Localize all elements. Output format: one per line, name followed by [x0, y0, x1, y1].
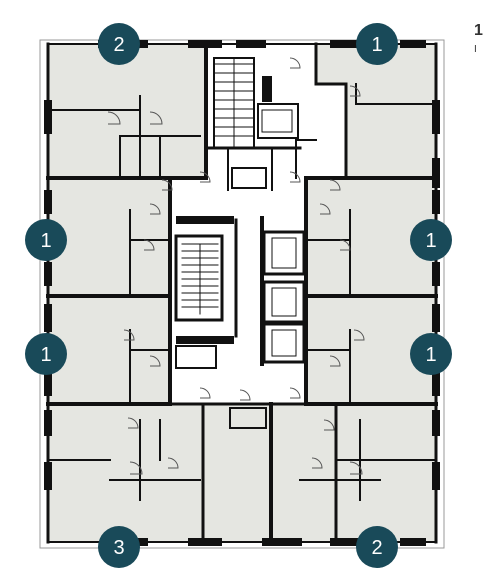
door-swing [329, 179, 341, 191]
door-swing [129, 461, 143, 475]
door-swing [199, 171, 211, 183]
building-core [174, 57, 317, 429]
room-area [48, 404, 203, 542]
unit-marker-label: 2 [113, 34, 124, 56]
unit-marker-top-left[interactable]: 2 [98, 23, 140, 65]
window [330, 40, 370, 48]
window [400, 40, 426, 48]
unit-marker-left-upper[interactable]: 1 [25, 219, 67, 261]
window [432, 304, 440, 332]
door-swing [161, 179, 173, 191]
door-swing [107, 111, 121, 125]
door-swing [149, 203, 161, 215]
unit-marker-bottom-left[interactable]: 3 [98, 526, 140, 568]
window [432, 262, 440, 286]
door-swing [311, 457, 323, 469]
door-swing [127, 417, 139, 429]
window [400, 538, 426, 546]
shaft-top [257, 103, 299, 139]
unit-marker-left-lower[interactable]: 1 [25, 333, 67, 375]
window [432, 462, 440, 490]
room-area [48, 180, 170, 296]
window [44, 262, 52, 286]
rooms [48, 44, 436, 542]
window [188, 538, 222, 546]
column [262, 76, 272, 102]
unit-marker-bottom-right[interactable]: 2 [356, 526, 398, 568]
unit-marker-right-upper[interactable]: 1 [410, 219, 452, 261]
window [44, 410, 52, 436]
window [330, 538, 368, 546]
core-slab [176, 336, 234, 344]
side-label-top: 1 [474, 22, 483, 39]
core-box [231, 167, 267, 189]
window [44, 462, 52, 490]
room-area [271, 404, 336, 542]
unit-marker-label: 1 [425, 344, 436, 366]
door-swing [323, 419, 335, 431]
window [236, 40, 266, 48]
door-swing [339, 239, 351, 251]
elevator-car [271, 237, 297, 269]
window [432, 410, 440, 436]
core-box [229, 407, 267, 429]
window [432, 370, 440, 396]
unit-marker-label: 1 [40, 230, 51, 252]
side-label-bottom: I [474, 44, 477, 55]
door-swing [167, 457, 179, 469]
unit-marker-top-right[interactable]: 1 [356, 23, 398, 65]
unit-marker-label: 3 [113, 537, 124, 559]
unit-marker-label: 1 [425, 230, 436, 252]
shaft-inner [261, 109, 293, 133]
room-area [346, 84, 436, 180]
unit-marker-label: 2 [371, 537, 382, 559]
unit-marker-label: 1 [40, 344, 51, 366]
door-swing [289, 171, 301, 183]
door-swing [319, 203, 331, 215]
window [44, 100, 52, 134]
window [44, 304, 52, 332]
door-swing [239, 389, 251, 401]
door-swing [329, 355, 341, 367]
core-slab [176, 216, 234, 224]
unit-marker-right-lower[interactable]: 1 [410, 333, 452, 375]
door-swing [149, 355, 161, 367]
window [188, 40, 222, 48]
doors [107, 57, 365, 475]
room-area [203, 404, 271, 542]
core-room-outline [175, 345, 217, 369]
door-swing [289, 57, 301, 69]
elevator-car [271, 329, 297, 357]
window [44, 370, 52, 396]
stair-main [174, 234, 224, 322]
window [432, 100, 440, 134]
window [262, 538, 302, 546]
core-room [176, 346, 216, 368]
door-swing [353, 329, 365, 341]
door-swing [289, 387, 301, 399]
door-swing [349, 461, 363, 475]
window [44, 190, 52, 214]
door-swing [349, 85, 361, 97]
door-swing [149, 111, 163, 125]
door-swing [123, 329, 135, 341]
elevator-car [271, 287, 297, 317]
unit-marker-label: 1 [371, 34, 382, 56]
door-swing [143, 239, 155, 251]
room-area [336, 404, 436, 542]
core-corridor [170, 178, 306, 404]
door-swing [199, 387, 211, 399]
window [432, 190, 440, 214]
window [432, 158, 440, 188]
